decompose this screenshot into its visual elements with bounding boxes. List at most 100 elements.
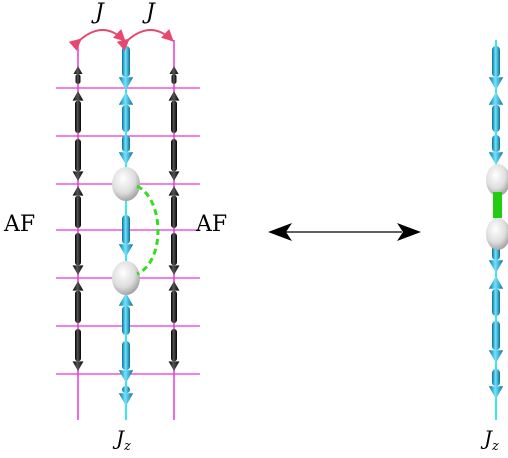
- jz-label-left: Jz: [116, 426, 131, 454]
- center-spin-1-head: [118, 77, 134, 90]
- right-spin-1-shaft: [171, 100, 177, 133]
- af-label-left: AF: [4, 212, 36, 237]
- right-spin-2-head: [168, 171, 180, 181]
- left-spin-1-shaft: [75, 100, 81, 133]
- right-spin-top-shaft: [171, 74, 177, 84]
- center-spin-6-head: [118, 370, 134, 383]
- chain-spin-7: [488, 369, 504, 399]
- right-spin-top: [169, 66, 179, 84]
- left-spin-3-shaft: [75, 195, 81, 228]
- left-spin-4-shaft: [75, 233, 81, 266]
- center-spin-3-shaft: [122, 135, 130, 153]
- center-spin-7-head: [118, 393, 134, 406]
- chain-spin-6: [488, 321, 504, 363]
- center-spin-2-shaft: [122, 104, 130, 132]
- exchange-label-right: J: [146, 0, 155, 25]
- chain-hole-lower: [486, 218, 508, 250]
- left-spin-top-shaft: [75, 74, 81, 84]
- chain-spin-1: [488, 46, 504, 90]
- right-spin-4-shaft: [171, 233, 177, 266]
- chain-spin-2: [488, 92, 504, 132]
- center-spin-4: [118, 215, 134, 257]
- left-spin-4-head: [72, 265, 84, 275]
- chain-spin-6-head: [488, 350, 504, 363]
- chain-spin-7-shaft: [492, 369, 500, 387]
- jz-right-subscript: z: [492, 439, 499, 454]
- right-spin-3-shaft: [171, 195, 177, 228]
- chain-spin-1-shaft: [492, 46, 500, 78]
- center-spin-3: [118, 135, 134, 165]
- left-spin-5: [72, 281, 84, 323]
- right-spin-5-head: [168, 281, 180, 291]
- jz-label-right: Jz: [484, 426, 499, 454]
- center-spin-5: [118, 293, 134, 335]
- chain-spin-2-shaft: [492, 104, 500, 132]
- center-spin-2-head: [118, 92, 134, 105]
- equivalence-head-left: [268, 223, 292, 241]
- left-spin-top: [73, 66, 83, 84]
- center-spin-4-head: [118, 244, 134, 257]
- left-spin-5-head: [72, 281, 84, 291]
- left-spin-6-head: [72, 361, 84, 371]
- af-label-right: AF: [196, 212, 228, 237]
- center-spin-5-shaft: [122, 305, 130, 335]
- right-spin-6-head: [168, 361, 180, 371]
- right-spin-6-shaft: [171, 329, 177, 362]
- right-spin-4-head: [168, 265, 180, 275]
- left-spin-2-shaft: [75, 139, 81, 172]
- center-spin-3-head: [118, 152, 134, 165]
- double-headed-arrow-icon: [268, 223, 421, 241]
- chain-spin-2-head: [488, 92, 504, 105]
- pair-bond-solid: [493, 192, 502, 218]
- center-spin-7-shaft: [122, 386, 130, 394]
- right-spin-6: [168, 329, 180, 371]
- right-spin-5-shaft: [171, 290, 177, 323]
- exchange-label-left: J: [95, 0, 104, 25]
- chain-spin-6-shaft: [492, 321, 500, 351]
- left-spin-3-head: [72, 186, 84, 196]
- center-spin-6-shaft: [122, 341, 130, 371]
- jz-left-symbol: J: [116, 426, 125, 450]
- center-spin-1: [118, 46, 134, 90]
- center-spin-1-shaft: [122, 46, 130, 78]
- chain-spin-7-head: [488, 386, 504, 399]
- exchange-arrow-right: [116, 29, 174, 51]
- chain-spin-4-head: [488, 260, 504, 273]
- chain-spin-5-head: [488, 276, 504, 289]
- left-spin-top-head: [73, 66, 83, 74]
- chain-hole-upper: [486, 164, 508, 196]
- chain-spin-3-shaft: [492, 135, 500, 153]
- pair-bond-dashed: [136, 184, 160, 276]
- left-spin-6: [72, 329, 84, 371]
- left-spin-1-head: [72, 91, 84, 101]
- exchange-arrow-left: [68, 29, 126, 51]
- left-spin-5-shaft: [75, 290, 81, 323]
- chain-spin-3-head: [488, 152, 504, 165]
- right-spin-top-head: [169, 66, 179, 74]
- right-spin-2: [168, 139, 180, 181]
- chain-spin-3: [488, 135, 504, 165]
- right-spin-5: [168, 281, 180, 323]
- jz-right-symbol: J: [484, 426, 493, 450]
- right-spin-2-shaft: [171, 139, 177, 172]
- hole-upper: [112, 167, 140, 201]
- left-spin-2: [72, 139, 84, 181]
- hole-lower: [112, 261, 140, 295]
- right-spin-4: [168, 233, 180, 275]
- left-spin-4: [72, 233, 84, 275]
- jz-left-subscript: z: [124, 439, 131, 454]
- left-spin-1: [72, 91, 84, 133]
- right-spin-3-head: [168, 186, 180, 196]
- center-spin-5-head: [118, 293, 134, 306]
- center-spin-6: [118, 341, 134, 383]
- left-spin-6-shaft: [75, 329, 81, 362]
- left-spin-3: [72, 186, 84, 228]
- right-spin-3: [168, 186, 180, 228]
- center-spin-2: [118, 92, 134, 132]
- center-spin-7: [118, 386, 134, 406]
- chain-spin-5-shaft: [492, 288, 500, 316]
- right-spin-1-head: [168, 91, 180, 101]
- left-spin-2-head: [72, 171, 84, 181]
